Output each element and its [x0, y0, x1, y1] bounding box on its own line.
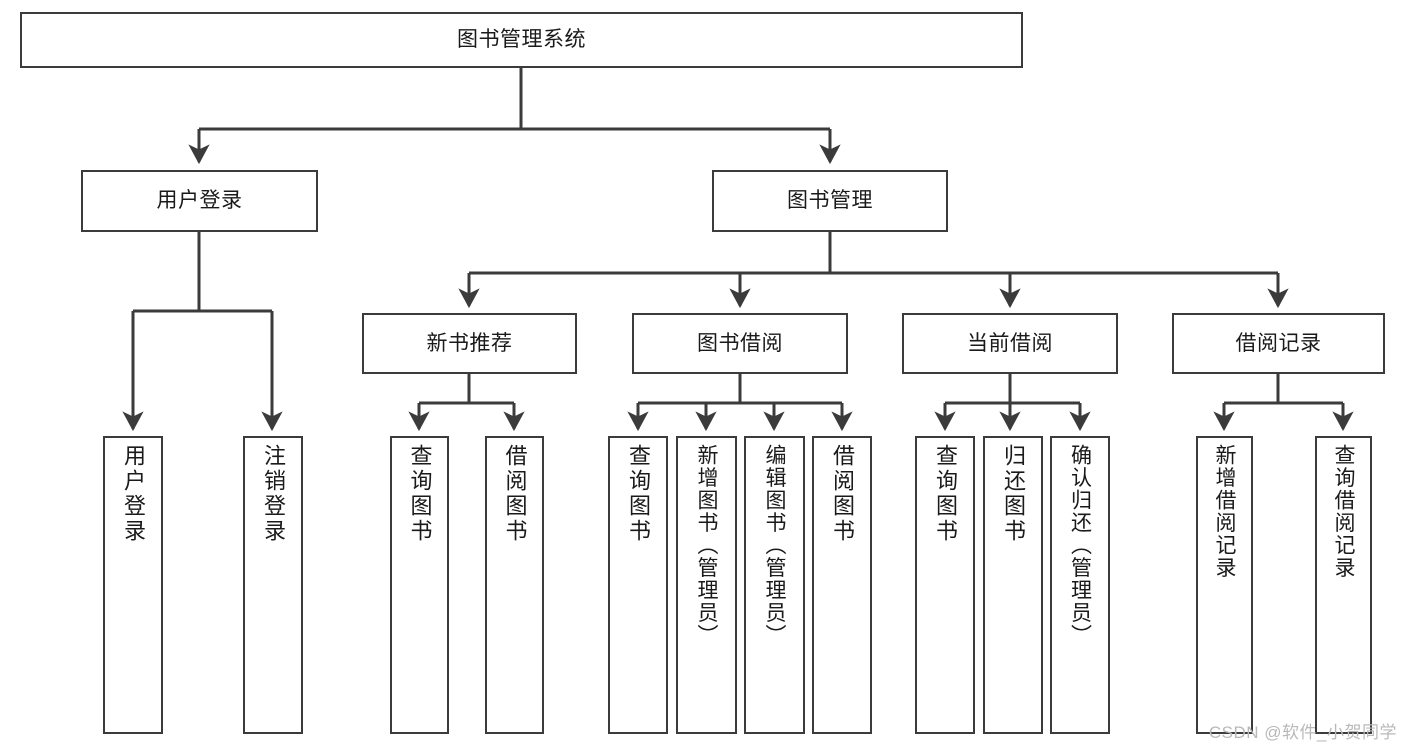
leaf-current-borrow-query[interactable]: 查询图书	[915, 436, 975, 734]
leaf-rec-query[interactable]: 查询图书	[390, 436, 449, 734]
node-label: 借阅记录	[1235, 331, 1322, 355]
node-label: 查询图书	[407, 444, 433, 544]
leaf-rec-borrow[interactable]: 借阅图书	[485, 436, 544, 734]
node-label: 用户登录	[156, 189, 243, 213]
leaf-book-borrow-query[interactable]: 查询图书	[608, 436, 668, 734]
node-label: 查询图书	[626, 444, 651, 544]
node-label: 新增图书（管理员）	[695, 444, 718, 647]
leaf-book-borrow-edit[interactable]: 编辑图书（管理员）	[744, 436, 805, 734]
node-user-login[interactable]: 用户登录	[81, 170, 318, 232]
node-label: 查询借阅记录	[1332, 444, 1355, 579]
node-label: 借阅图书	[830, 444, 855, 544]
node-label: 当前借阅	[967, 331, 1053, 355]
node-label: 图书管理系统	[457, 28, 586, 52]
node-label: 查询图书	[933, 444, 958, 544]
node-new-book-rec[interactable]: 新书推荐	[362, 313, 577, 374]
node-label: 图书借阅	[697, 331, 783, 355]
node-current-borrow[interactable]: 当前借阅	[902, 313, 1118, 374]
node-label: 归还图书	[1001, 444, 1026, 544]
leaf-user-login[interactable]: 用户登录	[103, 436, 163, 734]
leaf-book-borrow-add[interactable]: 新增图书（管理员）	[676, 436, 737, 734]
leaf-borrow-record-query[interactable]: 查询借阅记录	[1315, 436, 1372, 734]
leaf-current-borrow-return[interactable]: 归还图书	[983, 436, 1043, 734]
node-label: 借阅图书	[502, 444, 528, 544]
leaf-user-logout[interactable]: 注销登录	[243, 436, 303, 734]
node-root-system[interactable]: 图书管理系统	[20, 12, 1023, 68]
leaf-book-borrow-borrow[interactable]: 借阅图书	[812, 436, 872, 734]
node-borrow-record[interactable]: 借阅记录	[1172, 313, 1385, 374]
node-book-borrow[interactable]: 图书借阅	[632, 313, 848, 374]
leaf-borrow-record-add[interactable]: 新增借阅记录	[1196, 436, 1253, 734]
node-book-manage[interactable]: 图书管理	[712, 170, 948, 232]
node-label: 新增借阅记录	[1213, 444, 1236, 579]
leaf-current-borrow-confirm[interactable]: 确认归还（管理员）	[1050, 436, 1110, 734]
node-label: 注销登录	[261, 444, 286, 544]
node-label: 用户登录	[121, 444, 146, 544]
node-label: 图书管理	[787, 189, 873, 213]
node-label: 编辑图书（管理员）	[763, 444, 786, 647]
node-label: 新书推荐	[426, 331, 513, 355]
node-label: 确认归还（管理员）	[1068, 444, 1092, 647]
